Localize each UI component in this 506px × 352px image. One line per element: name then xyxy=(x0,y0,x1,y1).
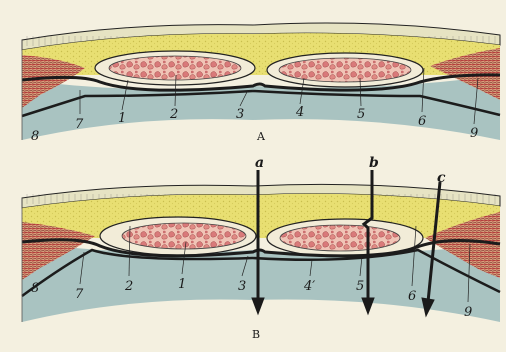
label-b-1: 1 xyxy=(178,277,186,292)
label-b-6: 6 xyxy=(408,289,416,304)
label-b-5: 5 xyxy=(356,279,364,294)
label-a-8: 8 xyxy=(31,129,39,144)
label-a-9: 9 xyxy=(470,126,478,141)
rectus-muscle-right-b xyxy=(280,225,400,251)
figure-a: 8 7 1 2 3 4 5 6 9 A xyxy=(22,23,500,144)
label-b-2: 2 xyxy=(124,279,133,294)
label-b-8: 8 xyxy=(31,281,39,296)
label-a-6: 6 xyxy=(418,114,426,129)
arrow-b-head xyxy=(362,298,374,314)
rectus-muscle-left-b xyxy=(122,223,246,249)
caption-b: B xyxy=(252,328,260,341)
label-b-3: 3 xyxy=(238,279,246,294)
label-a-4: 4 xyxy=(295,105,304,120)
label-a-1: 1 xyxy=(118,111,126,126)
label-a-7: 7 xyxy=(75,117,84,132)
fat-layer-b xyxy=(22,194,500,238)
label-b-9: 9 xyxy=(464,305,472,320)
caption-a: A xyxy=(256,130,266,143)
label-b-7: 7 xyxy=(75,287,84,302)
figure-b: a b c 8 7 2 1 3 4′ 5 6 9 B xyxy=(22,155,500,341)
label-a-2: 2 xyxy=(169,107,178,122)
label-a-5: 5 xyxy=(357,107,365,122)
arrow-label-a: a xyxy=(255,155,264,171)
rectus-muscle-right-a xyxy=(279,58,411,82)
arrow-label-c: c xyxy=(437,170,446,186)
label-a-3: 3 xyxy=(236,107,244,122)
rectus-muscle-left-a xyxy=(109,56,241,80)
arrow-a-head xyxy=(252,298,264,314)
arrow-label-b: b xyxy=(369,155,379,171)
label-b-4prime: 4′ xyxy=(303,279,315,294)
